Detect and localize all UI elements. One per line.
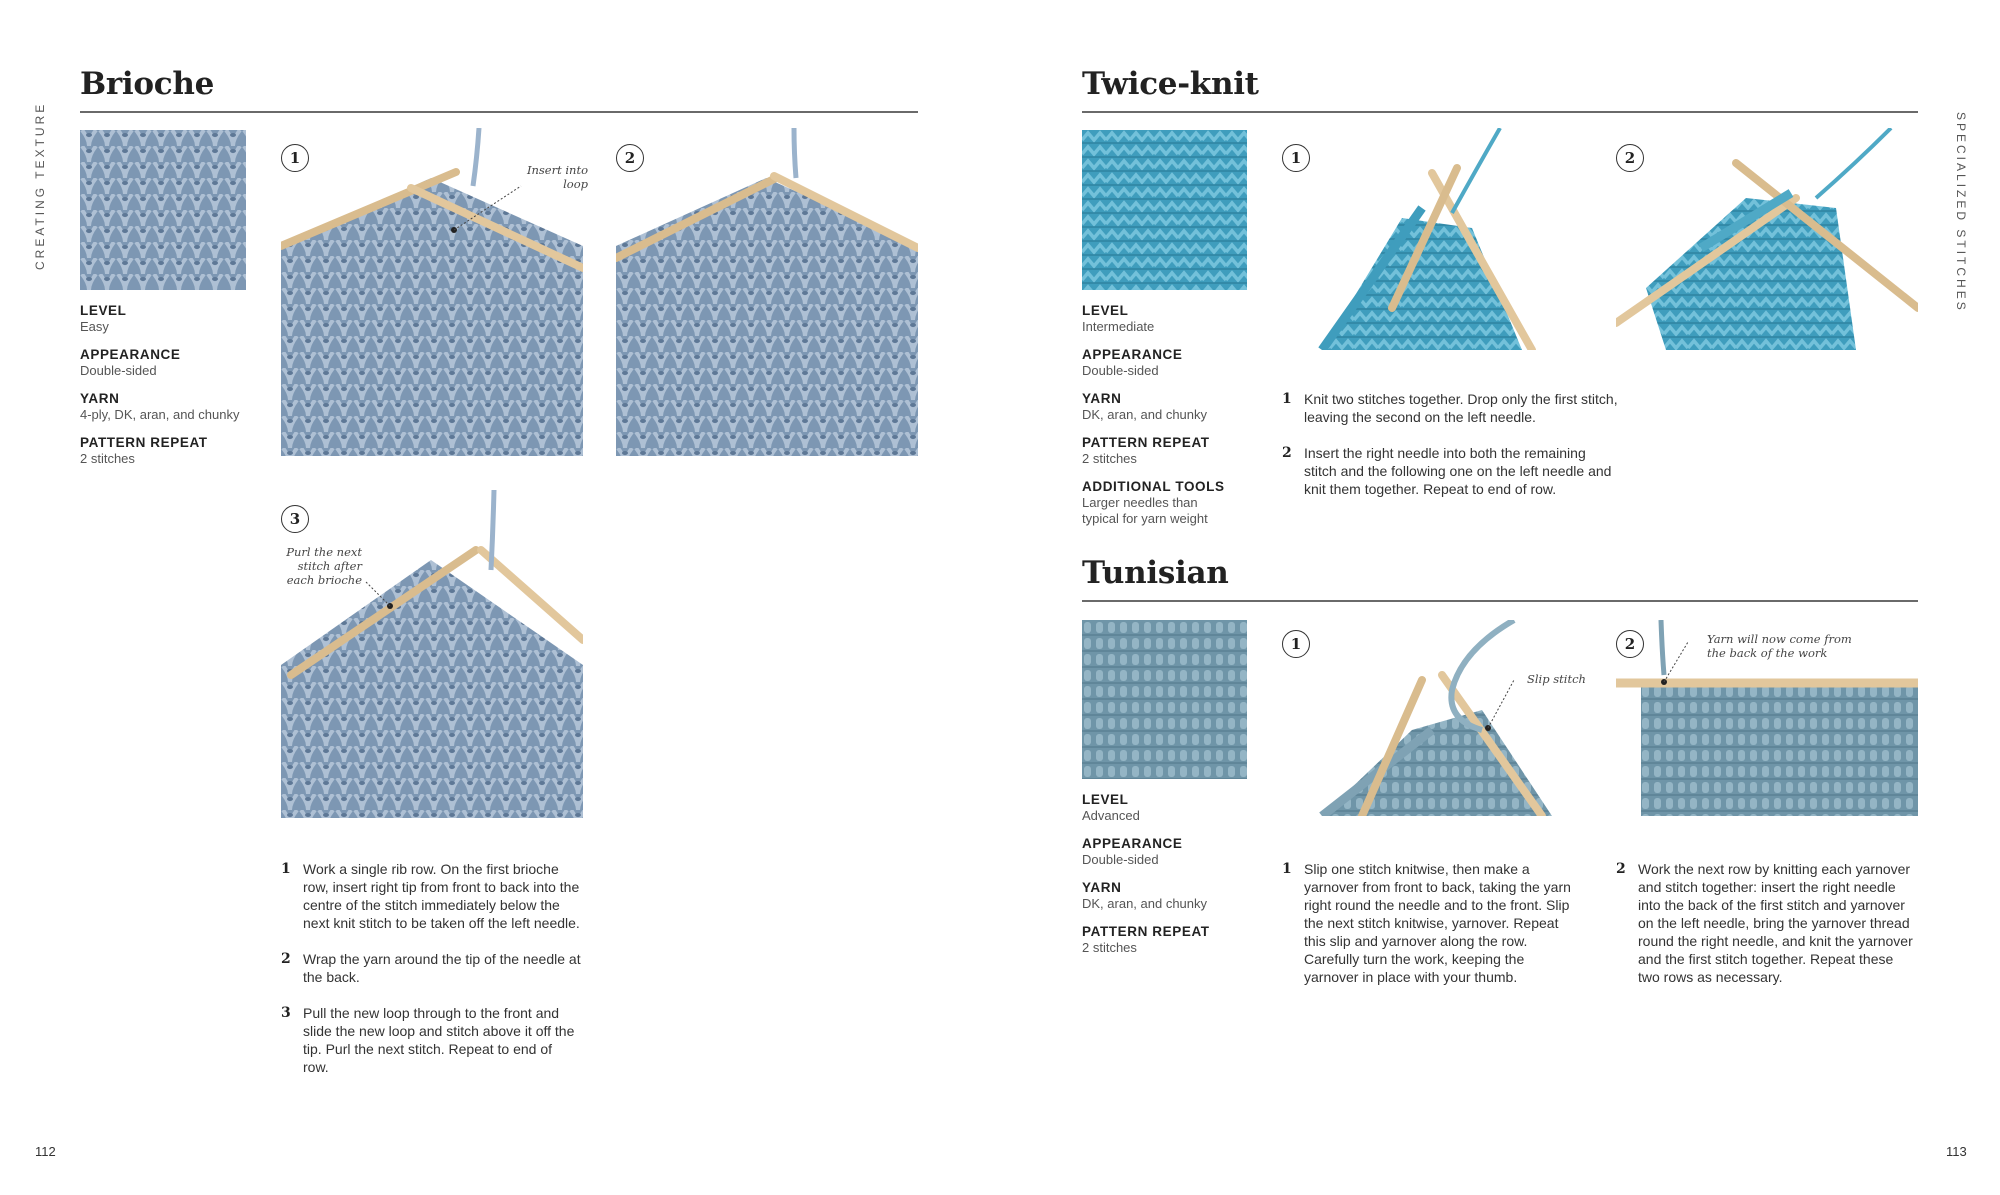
step-number: 1: [1282, 391, 1292, 407]
step-number: 2: [1616, 861, 1626, 877]
meta-value: Double-sided: [1082, 852, 1159, 867]
step-text: Pull the new loop through to the front a…: [303, 1005, 575, 1075]
step-item: 1 Slip one stitch knitwise, then make a …: [1282, 860, 1576, 986]
meta-label: PATTERN REPEAT: [1082, 435, 1210, 450]
step-item: 1 Work a single rib row. On the first br…: [281, 860, 581, 932]
meta-value: 2 stitches: [80, 451, 135, 466]
step-text: Work the next row by knitting each yarno…: [1638, 861, 1913, 985]
figure-number-2: 2: [616, 144, 644, 172]
meta-value: Larger needles than typical for yarn wei…: [1082, 495, 1208, 526]
callout-slip-stitch: Slip stitch: [1527, 672, 1586, 686]
page-number-right: 113: [1946, 1144, 1967, 1159]
tunisian-step1-photo: [1282, 620, 1582, 816]
section-title-tunisian: Tunisian: [1082, 555, 1229, 591]
twice-knit-step1-photo: [1282, 128, 1582, 350]
twice-knit-meta: LEVEL Intermediate APPEARANCE Double-sid…: [1082, 303, 1252, 539]
meta-label: LEVEL: [1082, 303, 1129, 318]
figure-number-1: 1: [281, 144, 309, 172]
title-rule-twice-knit: [1082, 111, 1918, 113]
tunisian-swatch-image: [1082, 620, 1247, 779]
side-label-left: CREATING TEXTURE: [33, 101, 47, 270]
twice-knit-steps: 1 Knit two stitches together. Drop only …: [1282, 390, 1622, 516]
meta-label: PATTERN REPEAT: [1082, 924, 1210, 939]
title-rule-brioche: [80, 111, 918, 113]
meta-value: Easy: [80, 319, 109, 334]
figure-number-1: 1: [1282, 630, 1310, 658]
brioche-step1-photo: [281, 128, 583, 456]
tunisian-meta: LEVEL Advanced APPEARANCE Double-sided Y…: [1082, 792, 1252, 968]
meta-value: DK, aran, and chunky: [1082, 407, 1208, 422]
brioche-step2-photo: [616, 128, 918, 456]
figure-number-2: 2: [1616, 144, 1644, 172]
meta-label: APPEARANCE: [1082, 836, 1183, 851]
meta-value: Advanced: [1082, 808, 1140, 823]
meta-label: PATTERN REPEAT: [80, 435, 208, 450]
title-rule-tunisian: [1082, 600, 1918, 602]
callout-yarn-from-back: Yarn will now come from the back of the …: [1707, 632, 1852, 660]
step-text: Work a single rib row. On the first brio…: [303, 861, 580, 931]
meta-label: LEVEL: [80, 303, 127, 318]
meta-value: DK, aran, and chunky: [1082, 896, 1208, 911]
brioche-swatch-image: [80, 130, 246, 290]
step-item: 1 Knit two stitches together. Drop only …: [1282, 390, 1622, 426]
meta-label: ADDITIONAL TOOLS: [1082, 479, 1225, 494]
figure-number-3: 3: [281, 505, 309, 533]
page-number-left: 112: [35, 1144, 56, 1159]
twice-knit-step2-photo: [1616, 128, 1918, 350]
step-item: 3 Pull the new loop through to the front…: [281, 1004, 581, 1076]
meta-label: LEVEL: [1082, 792, 1129, 807]
meta-label: APPEARANCE: [80, 347, 181, 362]
meta-value: Double-sided: [80, 363, 157, 378]
twice-knit-swatch-image: [1082, 130, 1247, 290]
tunisian-step2-photo: [1616, 620, 1918, 816]
step-text: Slip one stitch knitwise, then make a ya…: [1304, 861, 1571, 985]
callout-purl-next-stitch: Purl the next stitch after each brioche: [286, 545, 362, 587]
step-number: 2: [1282, 445, 1292, 461]
brioche-meta: LEVEL Easy APPEARANCE Double-sided YARN …: [80, 303, 250, 479]
figure-number-1: 1: [1282, 144, 1310, 172]
tunisian-step2-text: 2 Work the next row by knitting each yar…: [1616, 860, 1918, 1004]
brioche-step3-photo: [281, 490, 583, 818]
meta-value: Intermediate: [1082, 319, 1155, 334]
meta-label: YARN: [1082, 880, 1122, 895]
meta-value: 2 stitches: [1082, 451, 1137, 466]
step-number: 3: [281, 1005, 291, 1021]
meta-value: 2 stitches: [1082, 940, 1137, 955]
meta-label: YARN: [80, 391, 120, 406]
step-number: 1: [281, 861, 291, 877]
step-item: 2 Insert the right needle into both the …: [1282, 444, 1622, 498]
meta-value: Double-sided: [1082, 363, 1159, 378]
step-item: 2 Work the next row by knitting each yar…: [1616, 860, 1918, 986]
step-number: 1: [1282, 861, 1292, 877]
step-text: Insert the right needle into both the re…: [1304, 445, 1612, 497]
tunisian-step1-text: 1 Slip one stitch knitwise, then make a …: [1282, 860, 1576, 1004]
figure-number-2: 2: [1616, 630, 1644, 658]
step-item: 2 Wrap the yarn around the tip of the ne…: [281, 950, 581, 986]
step-text: Knit two stitches together. Drop only th…: [1304, 391, 1618, 425]
side-label-right: SPECIALIZED STITCHES: [1954, 112, 1968, 313]
section-title-twice-knit: Twice-knit: [1082, 66, 1259, 102]
step-number: 2: [281, 951, 291, 967]
meta-label: APPEARANCE: [1082, 347, 1183, 362]
callout-insert-into-loop: Insert into loop: [526, 163, 588, 191]
step-text: Wrap the yarn around the tip of the need…: [303, 951, 581, 985]
brioche-steps: 1 Work a single rib row. On the first br…: [281, 860, 581, 1094]
meta-value: 4-ply, DK, aran, and chunky: [80, 407, 240, 422]
section-title-brioche: Brioche: [80, 66, 215, 102]
meta-label: YARN: [1082, 391, 1122, 406]
